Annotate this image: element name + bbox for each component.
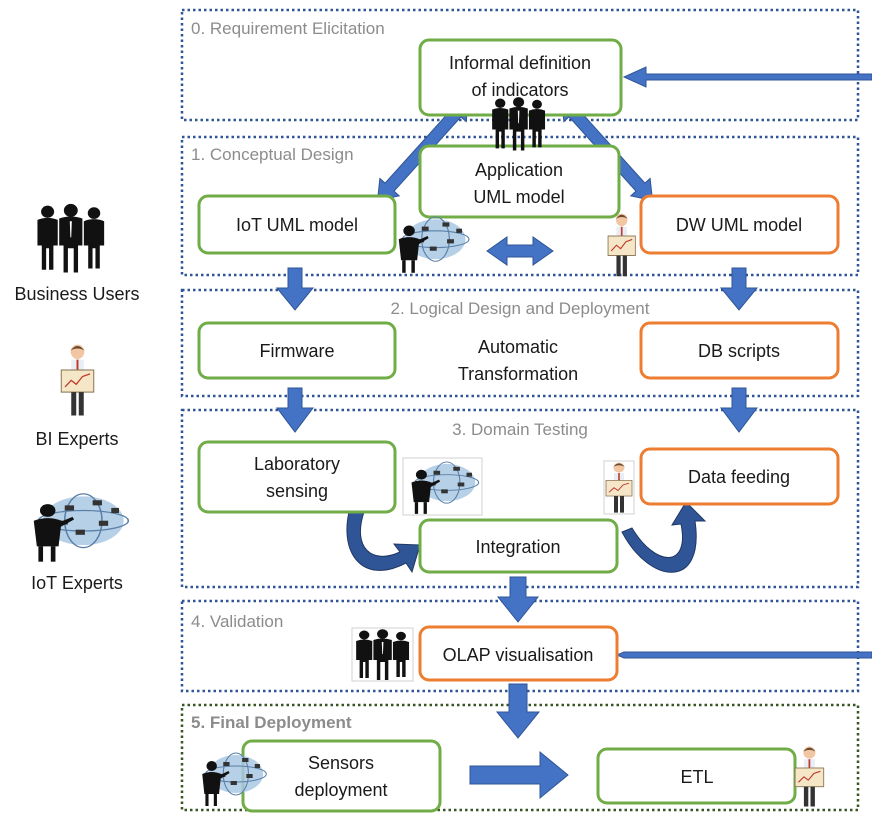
- box-firmware-label: Firmware: [260, 341, 335, 361]
- box-sensors-line2: deployment: [294, 780, 387, 800]
- stage-title-5: 5. Final Deployment: [191, 713, 352, 732]
- box-informal-line1: Informal definition: [449, 53, 591, 73]
- arrow-dw-to-db: [719, 267, 759, 311]
- iot-expert-framed-icon: [402, 457, 483, 516]
- stage-title-2: 2. Logical Design and Deployment: [391, 299, 650, 318]
- business-users-framed-icon: [351, 627, 414, 682]
- bi-expert-icon: [607, 212, 636, 277]
- bi-expert-framed-icon: [603, 460, 635, 515]
- arrow-firmware-to-lab: [276, 387, 314, 433]
- box-integration: [418, 518, 619, 574]
- box-application-line1: Application: [475, 160, 563, 180]
- stage-frame-1: [180, 135, 860, 277]
- legend-iot-expert-icon: [32, 493, 130, 563]
- box-application-uml: [418, 144, 621, 219]
- curved-arrow-lab-to-integration: [346, 507, 421, 574]
- box-olap-label: OLAP visualisation: [443, 645, 594, 665]
- legend-business-users-icon: [37, 203, 105, 273]
- stage-title-3: 3. Domain Testing: [452, 420, 588, 439]
- stage-frame-3: [180, 408, 860, 589]
- box-iot-uml-label: IoT UML model: [236, 215, 358, 235]
- stage-title-0: 0. Requirement Elicitation: [191, 19, 385, 38]
- box-etl-label: ETL: [680, 767, 713, 787]
- arrow-olap-to-final: [495, 683, 541, 739]
- arrow-integration-to-olap: [496, 576, 540, 623]
- box-lab-line2: sensing: [266, 481, 328, 501]
- box-olap-visualisation: [418, 625, 619, 682]
- curved-arrow-integration-to-feeding: [621, 501, 707, 573]
- arrow-db-to-feeding: [720, 387, 758, 433]
- legend-bi-expert-icon: [60, 343, 95, 417]
- box-firmware: [197, 321, 397, 380]
- box-db-scripts: [639, 321, 840, 380]
- legend-bi-experts-label: BI Experts: [35, 429, 118, 449]
- arrow-in-informal: [622, 66, 872, 88]
- arrow-in-olap: [615, 651, 872, 659]
- stage-frame-2: [180, 288, 860, 398]
- legend-business-users-label: Business Users: [14, 284, 139, 304]
- box-sensors-deployment: [241, 739, 442, 813]
- box-db-scripts-label: DB scripts: [698, 341, 780, 361]
- arrow-iot-to-firmware: [275, 267, 315, 311]
- box-laboratory-sensing: [197, 440, 397, 514]
- box-dw-uml: [639, 194, 840, 255]
- box-data-feeding-label: Data feeding: [688, 467, 790, 487]
- arrow-iot-dw-bidirectional: [486, 236, 554, 266]
- iot-expert-icon: [398, 216, 470, 274]
- box-dw-uml-label: DW UML model: [676, 215, 802, 235]
- box-data-feeding: [639, 447, 840, 506]
- legend-iot-experts-label: IoT Experts: [31, 573, 123, 593]
- stage-title-4: 4. Validation: [191, 612, 283, 631]
- box-iot-uml: [197, 194, 397, 255]
- box-integration-label: Integration: [475, 537, 560, 557]
- box-sensors-line1: Sensors: [308, 753, 374, 773]
- business-users-icon: [492, 97, 546, 151]
- stage-title-1: 1. Conceptual Design: [191, 145, 354, 164]
- automatic-transformation-line2: Transformation: [458, 364, 578, 384]
- box-lab-line1: Laboratory: [254, 454, 340, 474]
- automatic-transformation-line1: Automatic: [478, 337, 558, 357]
- arrow-sensors-to-etl: [469, 750, 569, 800]
- box-informal-line2: of indicators: [471, 80, 568, 100]
- bi-expert-final-icon: [794, 745, 825, 808]
- box-application-line2: UML model: [473, 187, 564, 207]
